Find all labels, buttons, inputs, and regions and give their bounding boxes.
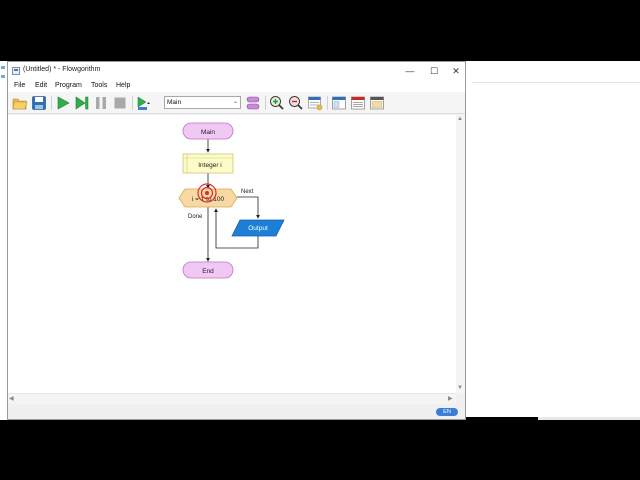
scroll-left-icon[interactable]: ◀ <box>9 396 14 402</box>
flowgorithm-app-icon <box>12 67 20 75</box>
menu-help[interactable]: Help <box>116 82 131 89</box>
output-label: Output <box>248 225 268 232</box>
flowgorithm-window: (Untitled) * - Flowgorithm — ☐ ✕ File Ed… <box>7 61 466 420</box>
flowchart-canvas[interactable]: Main Integer i i = 1 to 100 Next Done <box>8 115 456 393</box>
close-button[interactable]: ✕ <box>452 66 460 76</box>
menu-edit[interactable]: Edit <box>35 82 48 89</box>
status-bar: EN <box>8 404 465 419</box>
desktop-taskbar-fragment <box>538 417 640 420</box>
title-bar[interactable]: (Untitled) * - Flowgorithm — ☐ ✕ <box>8 62 465 80</box>
zoom-in-icon[interactable] <box>269 95 285 111</box>
horizontal-scrollbar[interactable]: ◀ ▶ <box>8 393 456 404</box>
stop-icon[interactable] <box>112 95 128 111</box>
loop-next-label: Next <box>241 189 254 195</box>
breakpoint-target-icon[interactable] <box>197 183 217 203</box>
loop-done-label: Done <box>188 214 203 220</box>
start-terminal[interactable] <box>182 122 234 140</box>
language-badge[interactable]: EN <box>436 408 458 416</box>
connector-loop-next <box>237 196 260 219</box>
run-icon[interactable] <box>55 95 71 111</box>
minimize-button[interactable]: — <box>405 66 415 76</box>
scroll-down-icon[interactable]: ▼ <box>457 385 463 391</box>
console-window-icon[interactable] <box>331 95 347 111</box>
vertical-scrollbar[interactable]: ▲ ▼ <box>456 115 465 393</box>
layout-icon[interactable] <box>245 95 261 111</box>
speed-icon[interactable] <box>136 95 152 111</box>
step-icon[interactable] <box>74 95 90 111</box>
maximize-button[interactable]: ☐ <box>429 66 439 76</box>
pause-icon[interactable] <box>93 95 109 111</box>
menu-program[interactable]: Program <box>55 82 82 89</box>
variables-icon[interactable] <box>307 95 323 111</box>
start-label: Main <box>201 129 215 136</box>
flowchart-diagram: Main Integer i i = 1 to 100 Next Done <box>178 122 285 279</box>
chart-window-icon[interactable] <box>350 95 366 111</box>
menu-bar: File Edit Program Tools Help <box>8 80 465 92</box>
menu-tools[interactable]: Tools <box>91 82 108 89</box>
chevron-down-icon: ⌄ <box>232 99 238 105</box>
end-label: End <box>202 268 214 275</box>
save-icon[interactable] <box>31 95 47 111</box>
menu-file[interactable]: File <box>14 82 26 89</box>
declare-label: Integer i <box>198 162 222 169</box>
open-folder-icon[interactable] <box>12 95 28 111</box>
desktop-left-edge <box>0 61 7 420</box>
desktop-background-window <box>466 61 640 417</box>
function-select-value: Main <box>167 99 182 106</box>
window-title: (Untitled) * - Flowgorithm <box>23 66 101 73</box>
function-select[interactable]: Main ⌄ <box>164 96 241 109</box>
for-loop-label: i = 1 to 100 <box>192 196 225 203</box>
end-terminal[interactable] <box>182 261 234 279</box>
output-shape[interactable] <box>231 219 285 237</box>
zoom-out-icon[interactable] <box>288 95 304 111</box>
declare-shape[interactable] <box>182 153 234 174</box>
source-code-window-icon[interactable] <box>369 95 385 111</box>
connector-output-loop-back <box>214 208 259 249</box>
toolbar: Main ⌄ <box>8 92 465 114</box>
scroll-right-icon[interactable]: ▶ <box>448 396 453 402</box>
scroll-up-icon[interactable]: ▲ <box>457 116 463 122</box>
